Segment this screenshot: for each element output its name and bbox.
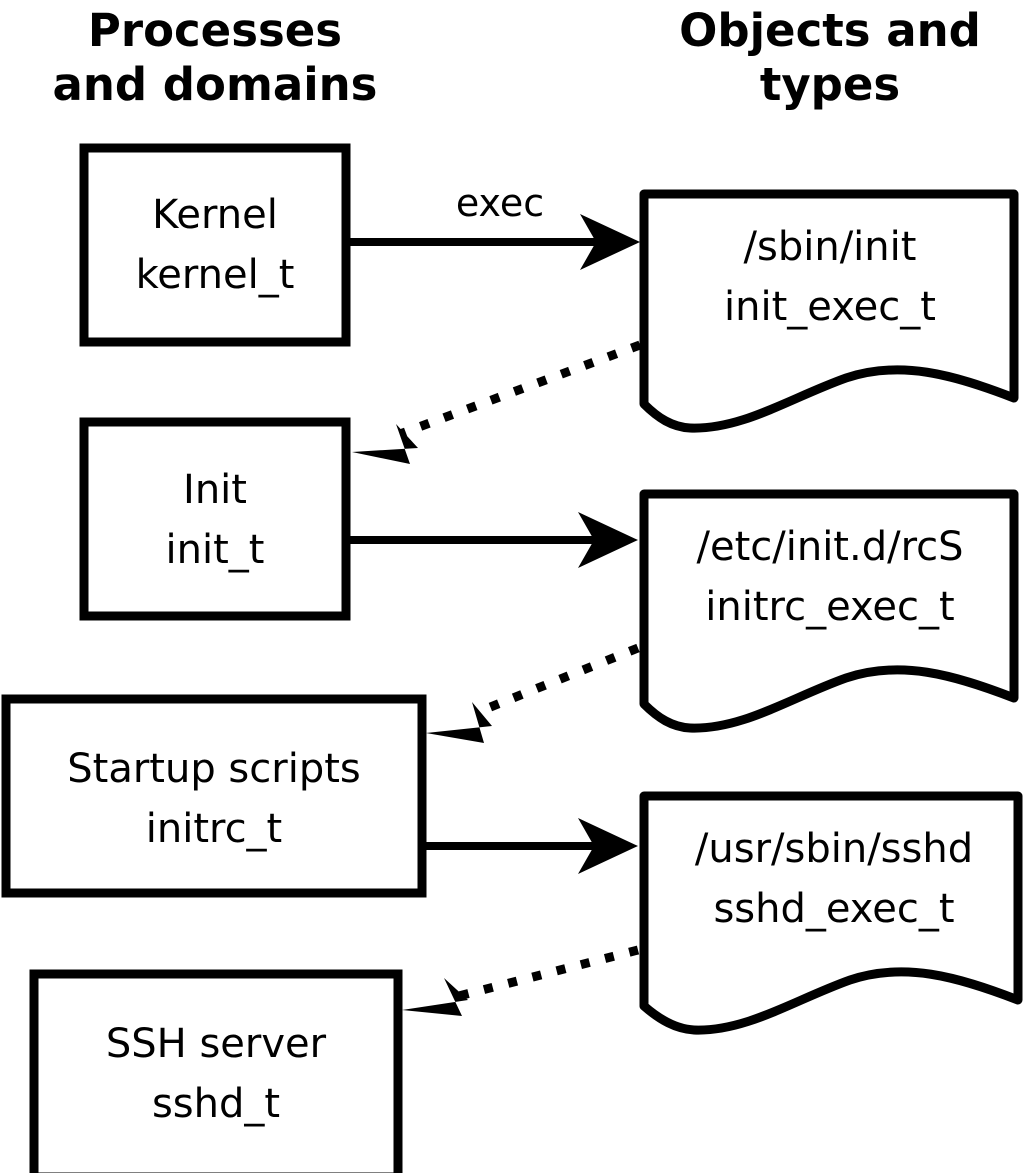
process-node-initrc-box[interactable] — [1, 694, 427, 898]
column-heading-processes-line1: Processes — [88, 4, 342, 57]
object-node-initrc_exec[interactable]: /etc/init.d/rcS initrc_exec_t — [639, 489, 1019, 733]
object-node-init_exec-type: init_exec_t — [724, 284, 936, 330]
process-node-init-box[interactable] — [79, 417, 351, 621]
object-node-init_exec-doc-shape[interactable] — [639, 189, 1019, 433]
arrowhead-icon — [578, 512, 638, 568]
process-node-init-type: init_t — [166, 527, 265, 573]
object-node-sshd_exec[interactable]: /usr/sbin/sshd sshd_exec_t — [639, 791, 1023, 1035]
arrowhead-icon — [578, 818, 638, 874]
edge-init_exec-transition-init — [352, 340, 642, 464]
edge-initrc_exec-transition-initrc — [426, 643, 640, 743]
arrowhead-icon — [426, 702, 492, 743]
process-node-kernel-box[interactable] — [79, 143, 351, 347]
process-node-initrc[interactable]: Startup scripts initrc_t — [1, 694, 427, 898]
column-heading-processes-line2: and domains — [53, 58, 378, 111]
arrowhead-icon — [402, 978, 468, 1016]
object-node-initrc_exec-doc-shape[interactable] — [639, 489, 1019, 733]
object-node-initrc_exec-type: initrc_exec_t — [705, 584, 954, 630]
process-node-sshd-box[interactable] — [29, 969, 403, 1173]
object-node-init_exec-path: /sbin/init — [744, 224, 917, 270]
object-node-sshd_exec-type: sshd_exec_t — [713, 886, 954, 932]
arrowhead-icon — [352, 424, 418, 464]
process-node-init-name: Init — [183, 467, 247, 513]
process-node-initrc-name: Startup scripts — [67, 746, 360, 792]
column-heading-objects-line1: Objects and — [679, 4, 981, 57]
process-node-kernel[interactable]: Kernel kernel_t — [79, 143, 351, 347]
edge-label-exec: exec — [456, 181, 544, 225]
column-heading-objects: Objects and types — [679, 4, 981, 111]
edge-line — [398, 340, 642, 439]
column-heading-objects-line2: types — [760, 58, 900, 111]
process-node-sshd-name: SSH server — [106, 1021, 327, 1067]
object-node-initrc_exec-path: /etc/init.d/rcS — [696, 524, 963, 570]
edge-initrc-exec-sshd_exec — [426, 818, 638, 874]
edge-kernel-exec-init_exec: exec — [350, 181, 640, 270]
object-node-sshd_exec-doc-shape[interactable] — [639, 791, 1023, 1035]
process-node-kernel-name: Kernel — [152, 192, 278, 238]
edge-line — [476, 643, 640, 717]
edge-sshd_exec-transition-sshd — [402, 945, 640, 1016]
process-node-kernel-type: kernel_t — [136, 252, 295, 298]
process-node-init[interactable]: Init init_t — [79, 417, 351, 621]
process-node-initrc-type: initrc_t — [146, 806, 283, 852]
column-heading-processes: Processes and domains — [53, 4, 378, 111]
edge-init-exec-initrc_exec — [348, 512, 638, 568]
arrowhead-icon — [580, 214, 640, 270]
edge-line — [453, 945, 640, 1002]
process-node-sshd-type: sshd_t — [152, 1081, 280, 1127]
process-node-sshd[interactable]: SSH server sshd_t — [29, 969, 403, 1173]
object-node-sshd_exec-path: /usr/sbin/sshd — [695, 826, 973, 872]
object-node-init_exec[interactable]: /sbin/init init_exec_t — [639, 189, 1019, 433]
